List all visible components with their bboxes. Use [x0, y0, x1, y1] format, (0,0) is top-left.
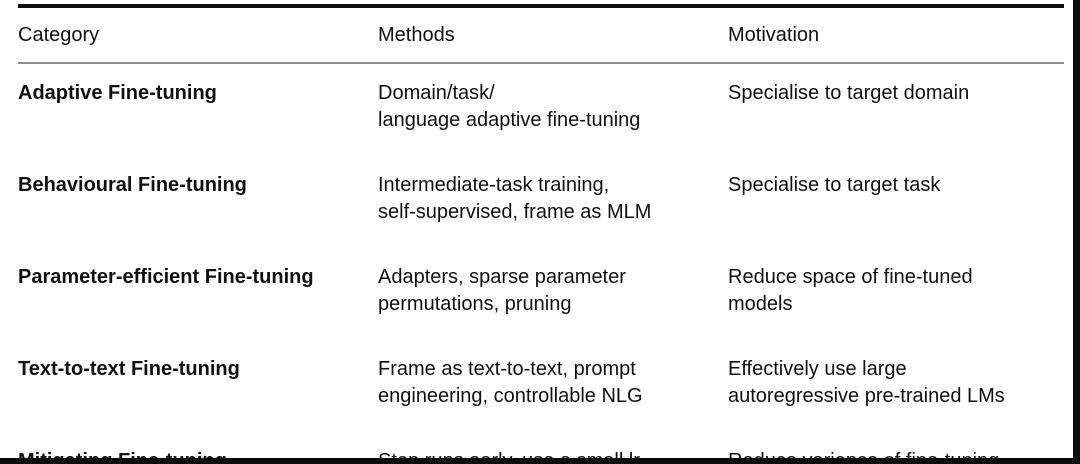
cell-motivation: Specialise to target domain: [728, 64, 1064, 150]
cell-motivation: Reduce space of fine-tuned models: [728, 248, 1064, 334]
cell-methods: Adapters, sparse parameter permutations,…: [378, 248, 728, 334]
header-row: Category Methods Motivation: [18, 8, 1064, 63]
table-body: Adaptive Fine-tuning Domain/task/ langua…: [18, 64, 1064, 464]
column-header-category: Category: [18, 24, 100, 46]
cell-methods: Domain/task/ language adaptive fine-tuni…: [378, 64, 728, 150]
table-row: Text-to-text Fine-tuning Frame as text-t…: [18, 340, 1064, 426]
page-edge-right: [1073, 0, 1080, 464]
cell-line: Text-to-text Fine-tuning: [18, 358, 240, 380]
cell-motivation: Specialise to target task: [728, 156, 1064, 242]
table-row: Parameter-efficient Fine-tuning Adapters…: [18, 248, 1064, 334]
cell-line: self-supervised, frame as MLM: [378, 201, 652, 223]
fine-tuning-methods-table: Category Methods Motivation Adaptive Fin…: [18, 4, 1064, 464]
cell-line: Behavioural Fine-tuning: [18, 174, 247, 196]
cell-category: Adaptive Fine-tuning: [18, 64, 378, 150]
cell-line: Adapters, sparse parameter: [378, 266, 626, 288]
cell-methods: Intermediate-task training, self-supervi…: [378, 156, 728, 242]
column-header-motivation: Motivation: [728, 24, 820, 46]
cell-line: Parameter-efficient Fine-tuning: [18, 266, 314, 288]
table-header: Category Methods Motivation: [18, 4, 1064, 65]
cell-line: permutations, pruning: [378, 293, 572, 315]
cell-motivation: Effectively use large autoregressive pre…: [728, 340, 1064, 426]
cell-line: engineering, controllable NLG: [378, 385, 643, 407]
cell-line: Specialise to target task: [728, 174, 941, 196]
table-container: Category Methods Motivation Adaptive Fin…: [18, 4, 1068, 464]
cell-line: Domain/task/: [378, 82, 495, 104]
column-header-methods: Methods: [378, 24, 455, 46]
cell-category: Parameter-efficient Fine-tuning: [18, 248, 378, 334]
cell-line: Effectively use large: [728, 358, 907, 380]
table-row: Behavioural Fine-tuning Intermediate-tas…: [18, 156, 1064, 242]
cell-line: Intermediate-task training,: [378, 174, 610, 196]
table-row: Adaptive Fine-tuning Domain/task/ langua…: [18, 64, 1064, 150]
cell-line: Adaptive Fine-tuning: [18, 82, 217, 104]
cell-line: language adaptive fine-tuning: [378, 109, 641, 131]
page-edge-bottom: [0, 458, 1080, 464]
cell-line: autoregressive pre-trained LMs: [728, 385, 1005, 407]
cell-line: models: [728, 293, 793, 315]
cell-category: Behavioural Fine-tuning: [18, 156, 378, 242]
cell-category: Text-to-text Fine-tuning: [18, 340, 378, 426]
cell-line: Reduce space of fine-tuned: [728, 266, 973, 288]
cell-methods: Frame as text-to-text, prompt engineerin…: [378, 340, 728, 426]
cell-line: Specialise to target domain: [728, 82, 970, 104]
cell-line: Frame as text-to-text, prompt: [378, 358, 636, 380]
